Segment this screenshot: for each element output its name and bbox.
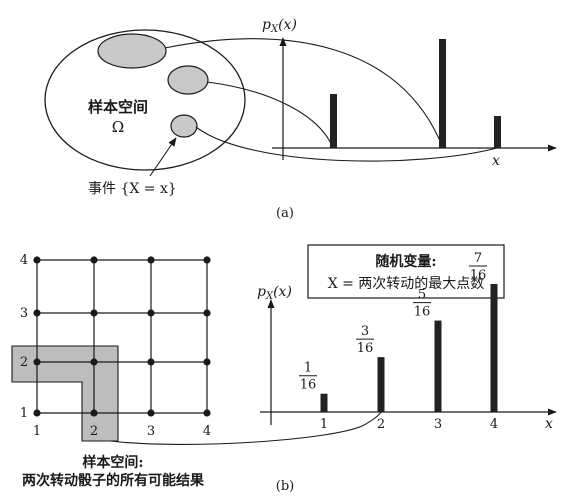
event-pointer-arrow [149, 137, 177, 177]
mapping-curve-large [164, 38, 444, 149]
pmf-bar-3 [434, 320, 442, 412]
pmf-x-tick-1: 1 [320, 417, 328, 432]
b-x-axis-label: x [545, 416, 553, 432]
panel-b: 1 2 3 4 1 2 3 4 样本空间: 两次转动骰子的所有可能结果 随机变量… [11, 244, 557, 494]
a-y-axis-label: pX(x) [262, 17, 297, 35]
caption-a: (a) [276, 206, 294, 221]
grid-y-tick-4: 4 [20, 253, 28, 268]
grid-x-tick-1: 1 [33, 424, 41, 439]
sample-space-label: 样本空间 [88, 98, 148, 116]
region-to-bar-curve [109, 411, 382, 445]
a-bar-2 [439, 39, 446, 148]
pmf-label-denominator-4: 16 [470, 268, 487, 283]
random-variable-box [307, 244, 505, 299]
grid-x-tick-2: 2 [90, 424, 98, 439]
random-variable-definition: X = 两次转动的最大点数 [328, 276, 485, 292]
pmf-label-denominator-3: 16 [414, 305, 431, 320]
pmf-x-tick-2: 2 [377, 417, 385, 432]
pmf-label-numerator-4: 7 [474, 251, 482, 266]
pmf-label-numerator-3: 5 [418, 288, 426, 303]
random-variable-title: 随机变量: [375, 253, 436, 270]
pmf-bars: 1 1 16 2 3 16 3 5 16 4 7 16 [299, 251, 498, 432]
event-blob-small [170, 114, 198, 138]
outcome-points [33, 256, 211, 417]
pmf-label-denominator-2: 16 [357, 341, 374, 356]
sample-space-description: 两次转动骰子的所有可能结果 [22, 472, 205, 489]
pmf-label-numerator-2: 3 [361, 324, 369, 339]
pmf-x-tick-4: 4 [490, 417, 498, 432]
pmf-x-tick-3: 3 [434, 417, 442, 432]
grid-y-tick-1: 1 [20, 406, 28, 421]
pmf-bar-2 [377, 357, 385, 412]
pmf-bar-4 [490, 284, 498, 412]
a-bar-1 [330, 94, 337, 148]
mapping-curve-small [195, 126, 498, 162]
sample-space-title: 样本空间: [82, 454, 143, 471]
mapping-curve-medium [206, 81, 334, 149]
grid-y-tick-3: 3 [20, 306, 28, 321]
panel-a: pX(x) x 样本空间 Ω 事件 {X = x} (a) [44, 17, 557, 221]
event-label: 事件 {X = x} [88, 181, 177, 197]
grid-y-tick-2: 2 [20, 355, 28, 370]
grid-x-tick-4: 4 [203, 424, 211, 439]
b-y-axis-label: pX(x) [257, 284, 292, 302]
pmf-label-numerator-1: 1 [304, 361, 312, 376]
sample-space-ellipse [44, 29, 246, 171]
grid-x-tick-3: 3 [147, 424, 155, 439]
a-bar-3 [494, 116, 501, 148]
event-blob-medium [167, 65, 209, 95]
omega-label: Ω [112, 118, 124, 136]
caption-b: (b) [276, 479, 294, 494]
a-x-axis-label: x [492, 153, 500, 169]
event-blob-large [97, 33, 167, 69]
outcome-grid [36, 259, 208, 414]
pmf-bar-1 [320, 393, 328, 412]
pmf-label-denominator-1: 16 [300, 378, 317, 393]
event-max-2-region [11, 345, 119, 442]
